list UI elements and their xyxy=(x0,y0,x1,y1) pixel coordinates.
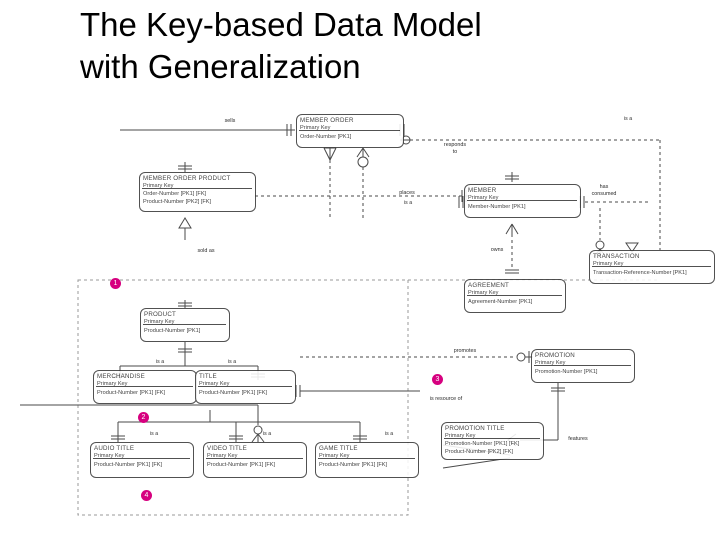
primary-key-label: Primary Key xyxy=(465,290,565,297)
relationship-label-responds-to: responds to xyxy=(443,142,467,155)
entity-name: TRANSACTION xyxy=(593,253,640,260)
relationship-label-sold-as: sold as xyxy=(197,248,215,254)
entity-title[interactable]: TITLE Primary Key Product-Number [PK1] [… xyxy=(195,370,296,404)
entity-game-title[interactable]: GAME TITLE Primary Key Product-Number [P… xyxy=(315,442,419,478)
primary-key-label: Primary Key xyxy=(465,195,580,202)
entity-name: MERCHANDISE xyxy=(97,373,145,380)
entity-member-order-product[interactable]: MEMBER ORDER PRODUCT Primary Key Order-N… xyxy=(139,172,256,212)
relationship-label-promotes: promotes xyxy=(453,348,477,354)
connector-layer xyxy=(20,124,661,516)
entity-attribute: Product-Number [PK1] [FK] xyxy=(97,390,166,396)
entity-name: AGREEMENT xyxy=(468,282,509,289)
primary-key-label: Primary Key xyxy=(196,381,295,388)
entity-name: MEMBER xyxy=(468,187,497,194)
relationship-label-features: features xyxy=(568,436,588,442)
entity-name: MEMBER ORDER PRODUCT xyxy=(143,175,231,182)
primary-key-label: Primary Key xyxy=(532,360,634,367)
entity-name: PRODUCT xyxy=(144,311,176,318)
entity-attribute: Product-Number [PK2] [FK] xyxy=(445,449,514,455)
relationship-label-places: places xyxy=(399,190,415,196)
entity-name: PROMOTION TITLE xyxy=(445,425,505,432)
entity-attribute: Agreement-Number [PK1] xyxy=(468,299,533,305)
er-diagram: MEMBER ORDER Primary Key Order-Number [P… xyxy=(0,100,720,530)
entity-name: TITLE xyxy=(199,373,217,380)
entity-transaction[interactable]: TRANSACTION Primary Key Transaction-Refe… xyxy=(589,250,715,284)
entity-attribute: Order-Number [PK1] [FK] xyxy=(143,191,207,197)
isa-label-video-title: is a xyxy=(263,431,272,437)
primary-key-label: Primary Key xyxy=(94,381,196,388)
primary-key-label: Primary Key xyxy=(590,261,714,268)
entity-attribute: Product-Number [PK1] [FK] xyxy=(207,462,276,468)
badge-marker-3: 3 xyxy=(432,374,443,385)
entity-member[interactable]: MEMBER Primary Key Member-Number [PK1] xyxy=(464,184,581,218)
entity-attribute: Product-Number [PK1] [FK] xyxy=(319,462,388,468)
entity-attribute: Transaction-Reference-Number [PK1] xyxy=(593,270,687,276)
primary-key-label: Primary Key xyxy=(140,183,255,190)
isa-label-transaction: is a xyxy=(404,200,413,206)
relationship-label-has-consumed: has consumed xyxy=(591,184,617,197)
entity-attribute: Product-Number [PK1] [FK] xyxy=(94,462,163,468)
entity-merchandise[interactable]: MERCHANDISE Primary Key Product-Number [… xyxy=(93,370,197,404)
entity-audio-title[interactable]: AUDIO TITLE Primary Key Product-Number [… xyxy=(90,442,194,478)
entity-attribute: Member-Number [PK1] xyxy=(468,204,526,210)
entity-attribute: Promotion-Number [PK1] [FK] xyxy=(445,441,520,447)
entity-attribute: Product-Number [PK1] [FK] xyxy=(199,390,268,396)
isa-label-member-order-product: is a xyxy=(624,116,633,122)
badge-marker-2: 2 xyxy=(138,412,149,423)
entity-attribute: Order-Number [PK1] xyxy=(300,134,352,140)
entity-name: GAME TITLE xyxy=(319,445,358,452)
entity-attribute: Promotion-Number [PK1] xyxy=(535,369,598,375)
isa-label-merchandise: is a xyxy=(156,359,165,365)
primary-key-label: Primary Key xyxy=(316,453,418,460)
relationship-label-owns: owns xyxy=(490,247,504,253)
isa-label-title: is a xyxy=(228,359,237,365)
entity-name: AUDIO TITLE xyxy=(94,445,135,452)
badge-marker-4: 4 xyxy=(141,490,152,501)
entity-member-order[interactable]: MEMBER ORDER Primary Key Order-Number [P… xyxy=(296,114,404,148)
primary-key-label: Primary Key xyxy=(91,453,193,460)
primary-key-label: Primary Key xyxy=(297,125,403,132)
primary-key-label: Primary Key xyxy=(442,433,543,440)
page-title: The Key-based Data Model with Generaliza… xyxy=(80,4,680,88)
badge-marker-1: 1 xyxy=(110,278,121,289)
entity-video-title[interactable]: VIDEO TITLE Primary Key Product-Number [… xyxy=(203,442,307,478)
entity-agreement[interactable]: AGREEMENT Primary Key Agreement-Number [… xyxy=(464,279,566,313)
entity-attribute: Product-Number [PK1] xyxy=(144,328,201,334)
primary-key-label: Primary Key xyxy=(141,319,229,326)
entity-promotion-title[interactable]: PROMOTION TITLE Primary Key Promotion-Nu… xyxy=(441,422,544,460)
entity-name: MEMBER ORDER xyxy=(300,117,354,124)
entity-attribute: Product-Number [PK2] [FK] xyxy=(143,199,212,205)
relationship-label-is-resource-of: is resource of xyxy=(429,396,463,402)
title-line-2: with Generalization xyxy=(80,48,361,85)
primary-key-label: Primary Key xyxy=(204,453,306,460)
entity-name: VIDEO TITLE xyxy=(207,445,247,452)
relationship-label-sells: sells xyxy=(224,118,236,124)
entity-promotion[interactable]: PROMOTION Primary Key Promotion-Number [… xyxy=(531,349,635,383)
isa-label-game-title: is a xyxy=(385,431,394,437)
title-line-1: The Key-based Data Model xyxy=(80,6,482,43)
entity-name: PROMOTION xyxy=(535,352,575,359)
entity-product[interactable]: PRODUCT Primary Key Product-Number [PK1] xyxy=(140,308,230,342)
isa-label-audio-title: is a xyxy=(150,431,159,437)
